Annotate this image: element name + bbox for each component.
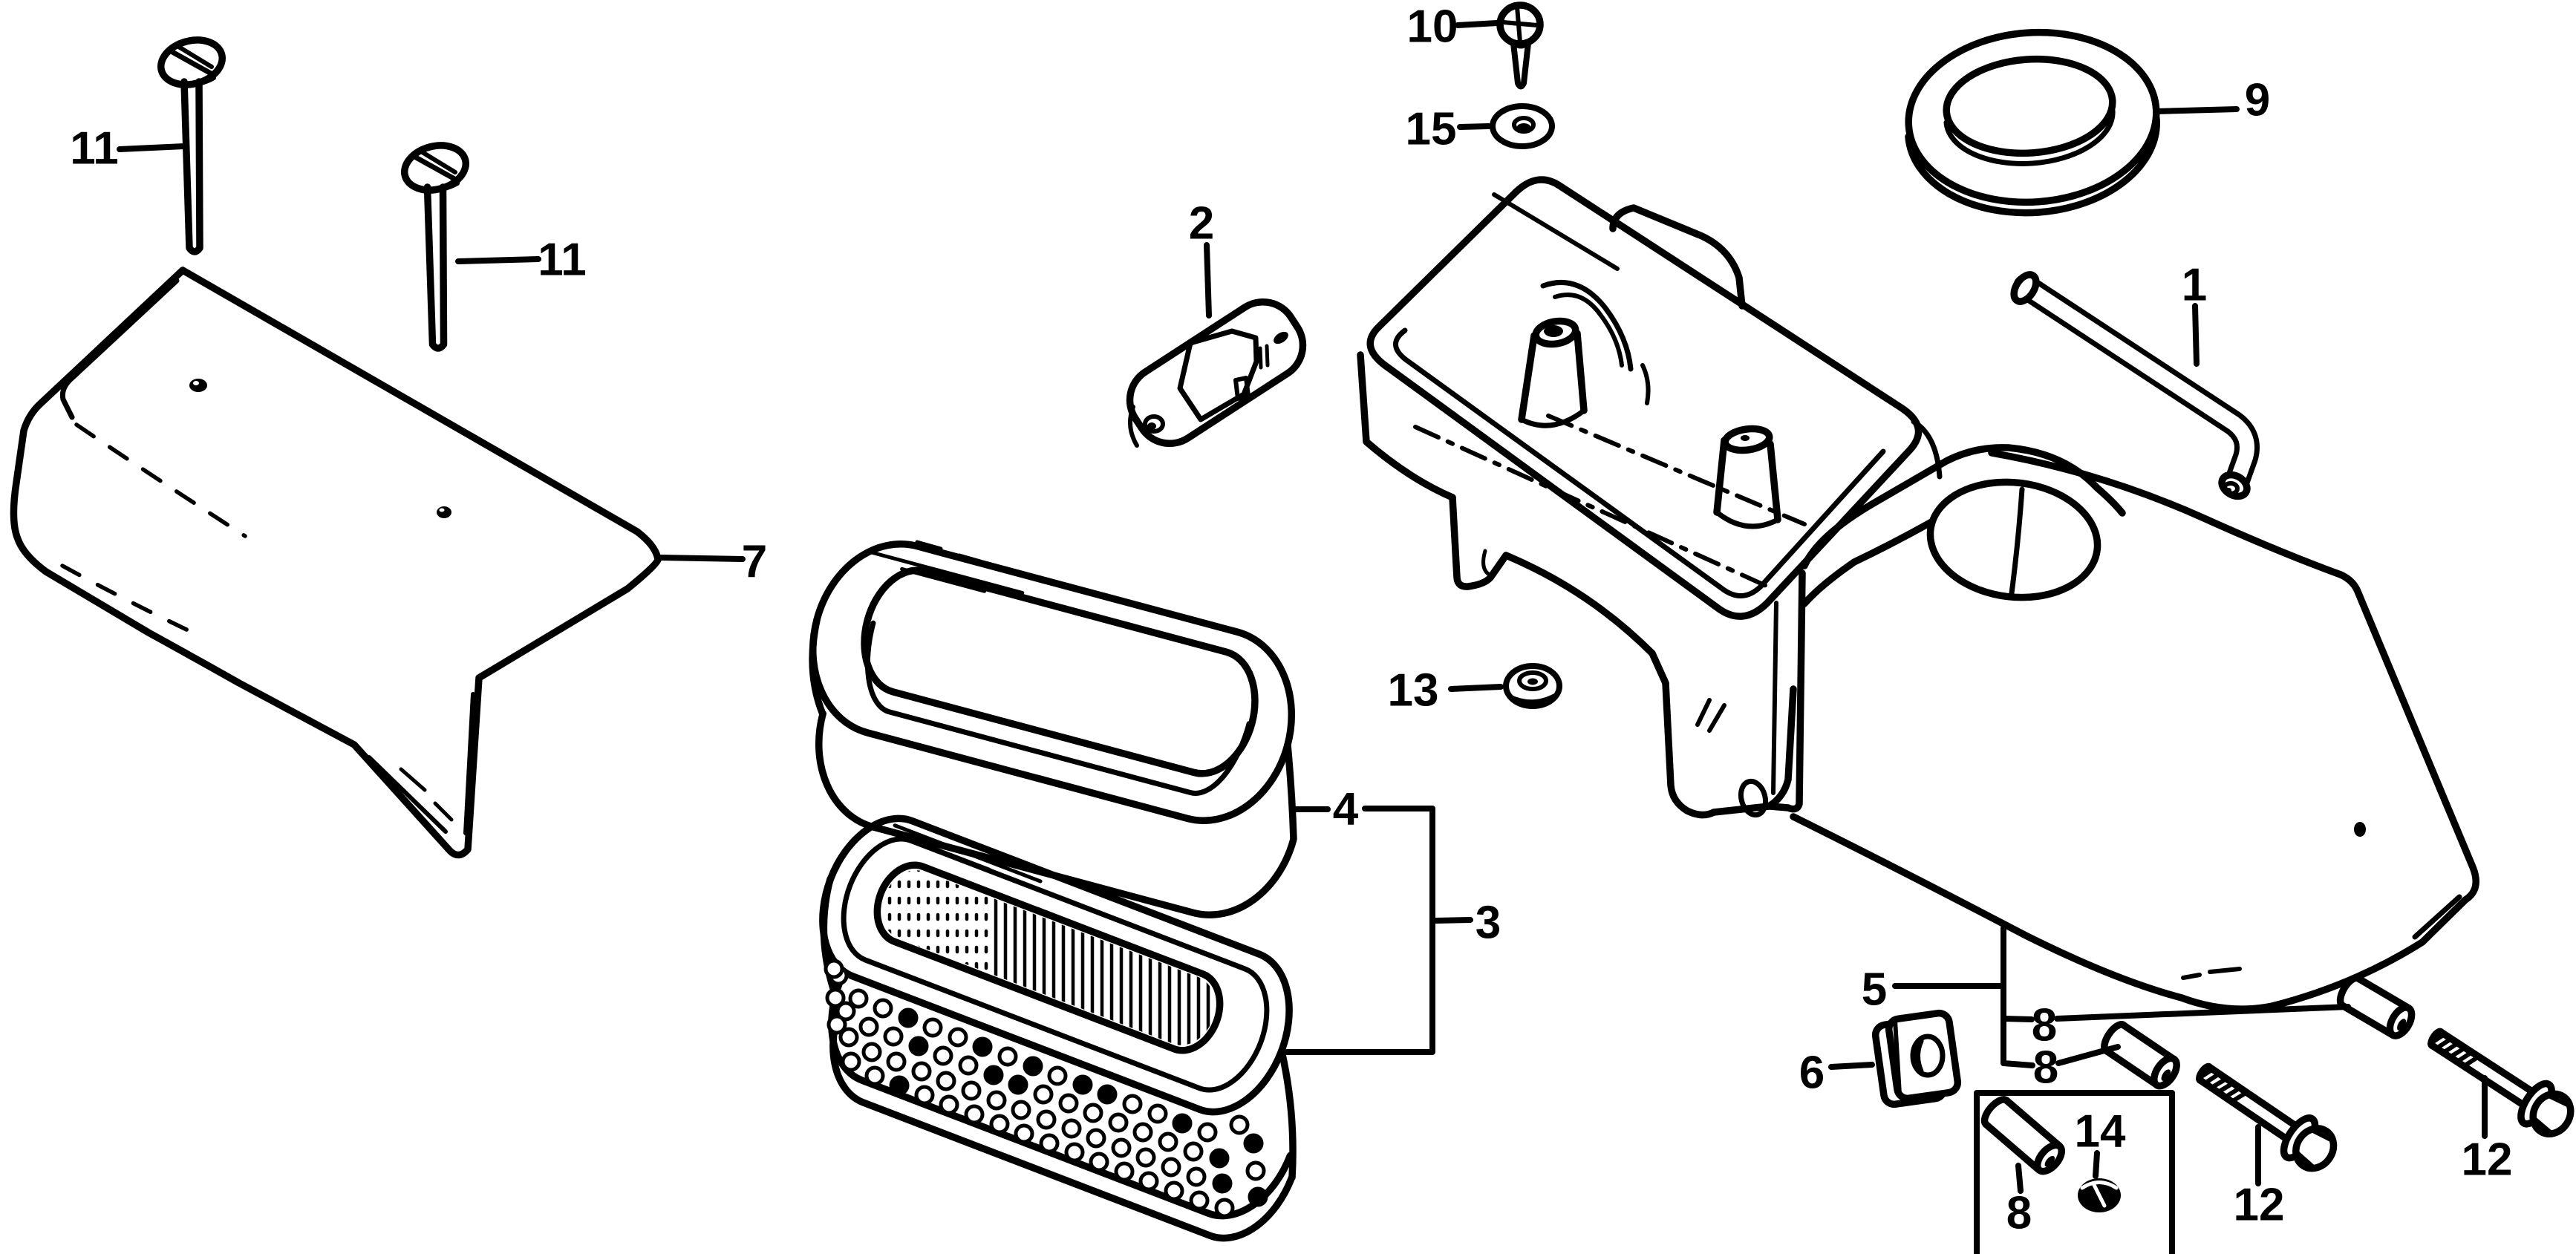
svg-text:4: 4	[1333, 784, 1359, 835]
svg-text:10: 10	[1407, 1, 1458, 53]
svg-text:14: 14	[2075, 1106, 2126, 1157]
svg-text:13: 13	[1388, 665, 1439, 716]
svg-text:8: 8	[2032, 1000, 2057, 1051]
svg-text:12: 12	[2462, 1134, 2513, 1186]
svg-text:11: 11	[70, 123, 119, 174]
svg-text:8: 8	[2006, 1188, 2032, 1239]
svg-text:15: 15	[1406, 104, 1457, 155]
svg-text:3: 3	[1476, 898, 1501, 949]
svg-text:12: 12	[2234, 1180, 2285, 1231]
svg-text:2: 2	[1189, 198, 1214, 249]
svg-text:8: 8	[2033, 1042, 2058, 1094]
svg-text:1: 1	[2182, 260, 2207, 311]
svg-text:5: 5	[1862, 964, 1887, 1016]
svg-text:11: 11	[538, 235, 587, 286]
svg-text:6: 6	[1799, 1048, 1825, 1099]
svg-text:9: 9	[2245, 75, 2270, 126]
svg-text:7: 7	[742, 537, 767, 588]
